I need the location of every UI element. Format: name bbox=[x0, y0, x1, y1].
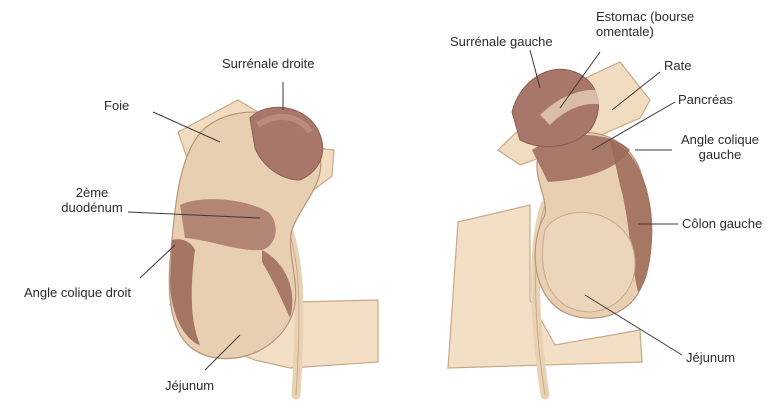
label-angle-gauche-line2: gauche bbox=[672, 147, 768, 162]
label-colon-gauche: Côlon gauche bbox=[682, 216, 762, 231]
left-kidney-figure bbox=[448, 62, 652, 395]
label-surrenale-droite: Surrénale droite bbox=[222, 56, 315, 71]
label-estomac-line2: omentale) bbox=[596, 24, 694, 39]
label-duodenum-line1: 2ème bbox=[52, 185, 132, 200]
label-estomac: Estomac (bourse omentale) bbox=[596, 9, 694, 39]
label-angle-colique-gauche: Angle colique gauche bbox=[672, 132, 768, 162]
label-rate: Rate bbox=[664, 58, 691, 73]
label-jejunum-gauche: Jéjunum bbox=[686, 350, 735, 365]
label-2eme-duodenum: 2ème duodénum bbox=[52, 185, 132, 215]
label-estomac-line1: Estomac (bourse bbox=[596, 9, 694, 24]
label-duodenum-line2: duodénum bbox=[52, 200, 132, 215]
right-kidney-figure bbox=[169, 100, 378, 395]
label-angle-gauche-line1: Angle colique bbox=[672, 132, 768, 147]
label-pancreas: Pancréas bbox=[678, 92, 733, 107]
label-jejunum-droit: Jéjunum bbox=[165, 378, 214, 393]
label-foie: Foie bbox=[104, 98, 129, 113]
label-angle-colique-droit: Angle colique droit bbox=[24, 285, 131, 300]
label-surrenale-gauche: Surrénale gauche bbox=[450, 34, 553, 49]
